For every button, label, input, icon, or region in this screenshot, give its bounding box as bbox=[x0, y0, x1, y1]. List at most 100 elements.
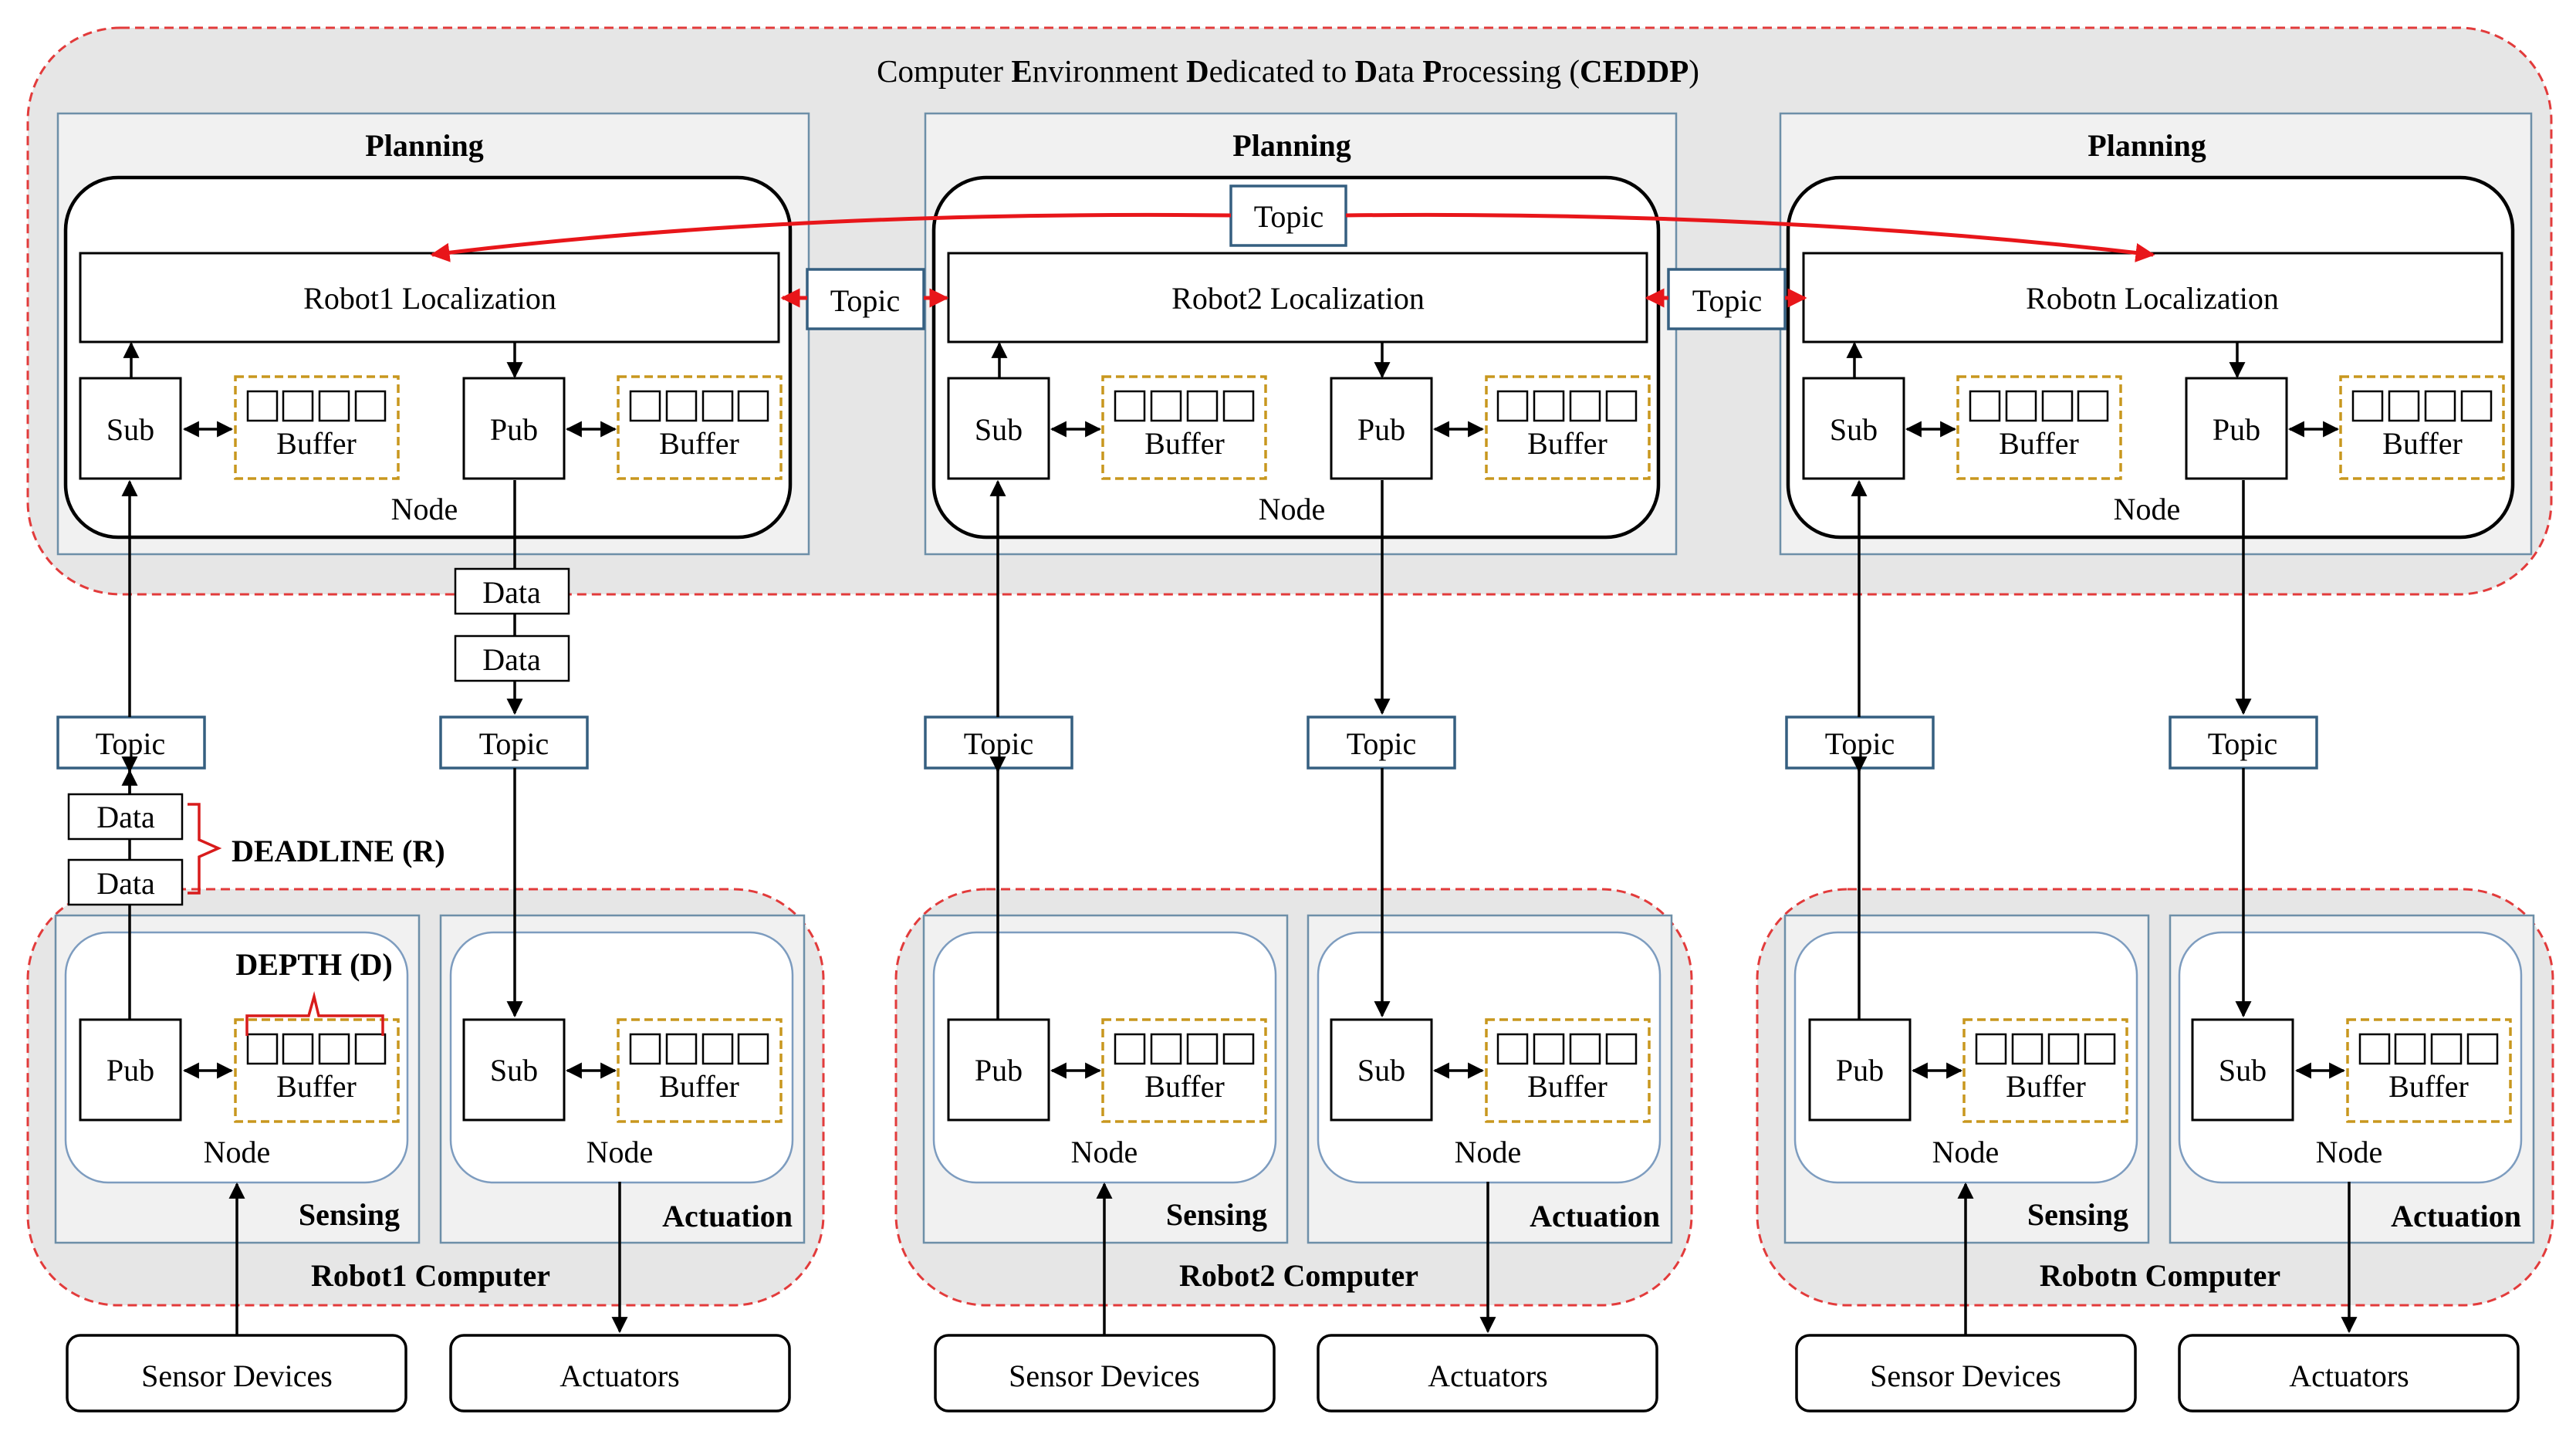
buffer-label: Buffer bbox=[276, 1069, 357, 1104]
depth-label: DEPTH (D) bbox=[235, 947, 392, 982]
actuation-buffer: Buffer bbox=[2346, 1018, 2512, 1123]
robot-computer-label: Robot2 Computer bbox=[1179, 1258, 1418, 1293]
sensing-node-label: Node bbox=[204, 1135, 271, 1169]
buffer-slot bbox=[1975, 1033, 2007, 1065]
actuation-label: Actuation bbox=[2391, 1199, 2521, 1233]
localization-box bbox=[79, 252, 780, 343]
actuation-node-label: Node bbox=[2316, 1135, 2383, 1169]
buffer-label: Buffer bbox=[659, 426, 739, 461]
red-link-robotn bbox=[1345, 212, 2155, 262]
buffer-label: Buffer bbox=[1999, 426, 2079, 461]
data-packet bbox=[67, 793, 184, 841]
title-part: D bbox=[1355, 53, 1378, 89]
buffer-slot bbox=[2084, 1033, 2116, 1065]
buffer-label: Buffer bbox=[1144, 1069, 1225, 1104]
buffer-slot bbox=[246, 1033, 279, 1065]
buffer-slot bbox=[737, 1033, 769, 1065]
sensing-pub-box bbox=[1808, 1018, 1912, 1122]
buffer-slot bbox=[1496, 1033, 1529, 1065]
topic-box-2n-label: Topic bbox=[1692, 283, 1763, 318]
buffer-label: Buffer bbox=[276, 426, 357, 461]
buffer-slot bbox=[2351, 390, 2384, 422]
actuators-box bbox=[2178, 1334, 2520, 1413]
buffer-slot bbox=[2460, 390, 2493, 422]
buffer-slot bbox=[1150, 1033, 1182, 1065]
topic-box-2n bbox=[1667, 268, 1787, 330]
buffer-slot bbox=[2394, 1033, 2426, 1065]
sub-box bbox=[79, 377, 182, 480]
buffer: Buffer bbox=[234, 375, 400, 480]
sensing-pub-box-label: Pub bbox=[106, 1053, 154, 1088]
data-packet-label: Data bbox=[482, 642, 541, 677]
sensing-pub-box bbox=[79, 1018, 182, 1122]
actuators-label: Actuators bbox=[559, 1358, 680, 1393]
pub-box-label: Pub bbox=[1357, 412, 1405, 447]
topic-box-shared bbox=[1229, 184, 1347, 247]
sensing-buffer: Buffer bbox=[1962, 1018, 2128, 1123]
actuators-box bbox=[1317, 1334, 1658, 1413]
sensing-buffer: Buffer bbox=[1101, 1018, 1267, 1123]
localization-box bbox=[947, 252, 1648, 343]
diagram-title: Computer Environment Dedicated to Data P… bbox=[877, 53, 1699, 89]
actuators-box bbox=[449, 1334, 791, 1413]
buffer-slot bbox=[318, 390, 350, 422]
topic-box-shared-label: Topic bbox=[1254, 199, 1324, 234]
actuation-sub-box-label: Sub bbox=[2219, 1053, 2267, 1088]
planning-heading: Planning bbox=[2088, 128, 2206, 163]
sensing-label: Sensing bbox=[1166, 1197, 1267, 1232]
sensing-topic-box-label: Topic bbox=[964, 726, 1034, 761]
actuation-topic-box-label: Topic bbox=[2208, 726, 2278, 761]
buffer-slot bbox=[2005, 390, 2037, 422]
buffer-label: Buffer bbox=[659, 1069, 739, 1104]
title-part: Computer bbox=[877, 53, 1011, 89]
pub-box-label: Pub bbox=[2213, 412, 2260, 447]
buffer-slot bbox=[282, 390, 314, 422]
buffer-slot bbox=[1114, 1033, 1146, 1065]
buffer-slot bbox=[2077, 390, 2109, 422]
actuation-sub-box bbox=[1330, 1018, 1433, 1122]
actuators-label: Actuators bbox=[1428, 1358, 1548, 1393]
title-part: edicated to bbox=[1209, 53, 1355, 89]
buffer-slot bbox=[354, 1033, 387, 1065]
buffer: Buffer bbox=[1101, 375, 1267, 480]
buffer-slot bbox=[2466, 1033, 2499, 1065]
buffer-label: Buffer bbox=[1527, 426, 1607, 461]
buffer-slot bbox=[2011, 1033, 2044, 1065]
buffer-label: Buffer bbox=[2006, 1069, 2086, 1104]
buffer-slot bbox=[701, 390, 734, 422]
actuation-topic-box-label: Topic bbox=[479, 726, 549, 761]
actuation-sub-box-label: Sub bbox=[490, 1053, 538, 1088]
title-part: D bbox=[1186, 53, 1209, 89]
sensor-devices-label: Sensor Devices bbox=[1009, 1358, 1200, 1393]
sensing-pub-box-label: Pub bbox=[1836, 1053, 1884, 1088]
pub-box bbox=[1330, 377, 1433, 480]
planning-heading: Planning bbox=[1232, 128, 1351, 163]
buffer-slot bbox=[246, 390, 279, 422]
sub-box bbox=[947, 377, 1050, 480]
node-label: Node bbox=[1259, 492, 1326, 526]
data-packet-label: Data bbox=[482, 575, 541, 610]
actuation-node-label: Node bbox=[587, 1135, 654, 1169]
buffer-slot bbox=[1533, 1033, 1565, 1065]
buffer-label: Buffer bbox=[2382, 426, 2463, 461]
actuation-sub-box bbox=[2191, 1018, 2294, 1122]
title-part: ) bbox=[1689, 53, 1699, 89]
buffer-slot bbox=[2358, 1033, 2391, 1065]
data-packet-label: Data bbox=[96, 800, 155, 834]
actuation-buffer: Buffer bbox=[1485, 1018, 1651, 1123]
sensing-pub-box bbox=[947, 1018, 1050, 1122]
buffer: Buffer bbox=[1956, 375, 2122, 480]
localization-box bbox=[1802, 252, 2503, 343]
buffer-slot bbox=[2430, 1033, 2463, 1065]
sensing-node-label: Node bbox=[1071, 1135, 1138, 1169]
buffer-slot bbox=[1569, 1033, 1601, 1065]
sub-box-label: Sub bbox=[975, 412, 1023, 447]
data-packet bbox=[454, 634, 570, 682]
title-part: E bbox=[1011, 53, 1032, 89]
topic-box-12-label: Topic bbox=[830, 283, 901, 318]
actuators-label: Actuators bbox=[2289, 1358, 2409, 1393]
buffer-slot bbox=[2047, 1033, 2080, 1065]
buffer-slot bbox=[1150, 390, 1182, 422]
